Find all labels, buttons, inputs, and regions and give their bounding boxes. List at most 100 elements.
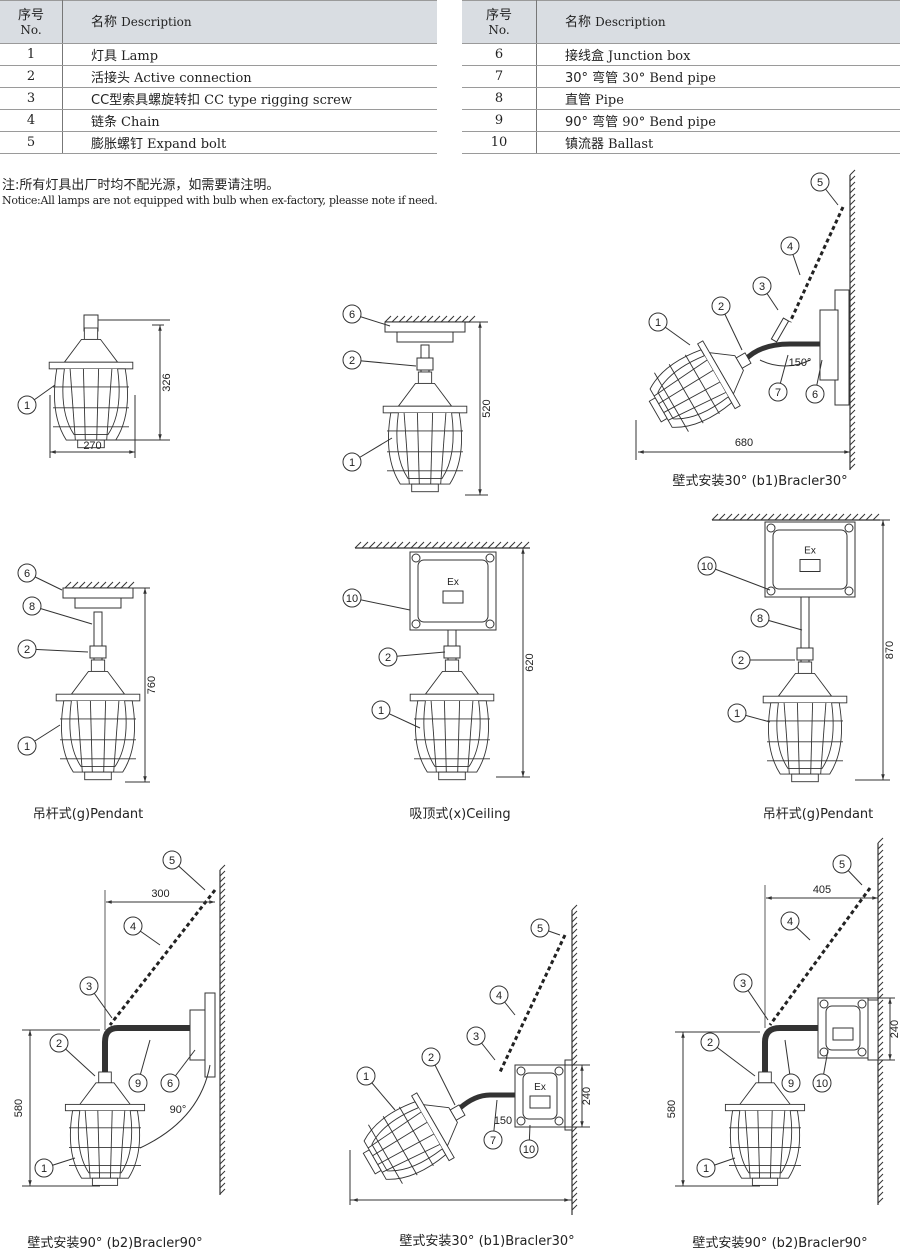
line: [571, 904, 578, 911]
cage-bar: [367, 1111, 422, 1149]
box-bolt: [857, 1047, 867, 1057]
callout-number: 7: [490, 1135, 496, 1147]
lamp-dome: [397, 382, 453, 407]
row-desc-en: CC type rigging screw: [204, 93, 352, 108]
wall-plate: [867, 999, 879, 1061]
line: [877, 903, 884, 910]
callout-circle: [768, 382, 788, 402]
dimension-horizontal: 405: [766, 884, 878, 900]
lamp-flange: [55, 693, 141, 702]
line: [219, 1110, 226, 1117]
junction-box: [817, 997, 869, 1059]
row-desc-en: Active connection: [134, 71, 252, 86]
line: [877, 945, 884, 952]
callout-circle: [17, 736, 37, 756]
lamp-bottom-cap: [648, 397, 668, 423]
header-no-zh: 序号: [485, 7, 512, 23]
lamp-fixture: [48, 327, 134, 449]
callout-circle: [342, 452, 362, 472]
cage-ring: [668, 364, 704, 424]
lamp-dome: [70, 670, 126, 695]
lamp-neck: [90, 659, 106, 672]
box-bolt: [411, 553, 421, 563]
line: [851, 513, 859, 521]
line: [571, 928, 578, 935]
ex-mark: Ex: [804, 546, 816, 557]
junction-box: Ex: [514, 1064, 566, 1128]
callout-number: 5: [817, 177, 823, 189]
line: [571, 1072, 578, 1079]
line: [64, 581, 72, 589]
callout-3: 3: [752, 276, 779, 311]
bend-pipe-90: [102, 1025, 190, 1072]
lamp-fixture: [409, 659, 495, 781]
line: [781, 513, 789, 521]
line: [849, 211, 856, 218]
dimension-vertical: 326: [152, 324, 173, 441]
line: [571, 1042, 578, 1049]
callout-number: 3: [473, 1031, 479, 1043]
lamp-globe: [77, 1110, 133, 1174]
lamp-flange: [48, 361, 134, 370]
arrowhead: [881, 774, 885, 780]
callout-number: 1: [24, 400, 30, 412]
line: [849, 271, 856, 278]
callout-number: 1: [41, 1163, 47, 1175]
cage-bar: [119, 1110, 126, 1179]
junction-box-side: [819, 309, 839, 381]
line: [809, 513, 817, 521]
dimension-label: 240: [889, 1020, 900, 1038]
cage-ring: [654, 372, 689, 432]
dimension-vertical: 760: [137, 587, 158, 783]
line: [219, 1104, 226, 1111]
line: [113, 581, 121, 589]
bend-pipe-90: [762, 1025, 818, 1072]
callout-circle: [79, 976, 99, 996]
line: [571, 1078, 578, 1085]
line: [877, 933, 884, 940]
line: [571, 1198, 578, 1205]
line: [571, 922, 578, 929]
callout-circle: [733, 973, 753, 993]
line: [877, 873, 884, 880]
line: [445, 541, 453, 549]
line: [877, 843, 884, 850]
callout-2: 2: [711, 296, 743, 351]
lamp-bottom-cap: [84, 771, 112, 781]
box-inner: [825, 1005, 861, 1051]
line: [403, 541, 411, 549]
row-desc-en: Junction box: [608, 49, 691, 64]
line: [219, 1122, 226, 1129]
line: [219, 900, 226, 907]
line: [571, 1120, 578, 1127]
line: [711, 513, 719, 521]
callout-2: 2: [17, 639, 89, 659]
cage-bar: [769, 1110, 773, 1179]
line: [219, 1188, 226, 1195]
dimension-label: 580: [13, 1099, 25, 1117]
callout-2: 2: [731, 650, 795, 670]
header-desc-zh: 名称: [91, 14, 118, 30]
line: [877, 1059, 884, 1066]
line: [849, 193, 856, 200]
line: [849, 265, 856, 272]
line: [849, 457, 856, 464]
callout-1: 1: [17, 724, 61, 756]
line: [877, 1167, 884, 1174]
lamp-fixture: [724, 1071, 806, 1186]
wall-plate: [564, 1059, 573, 1131]
line: [508, 541, 516, 549]
union-joint: [443, 645, 461, 659]
box-top: [384, 321, 466, 333]
line: [571, 1030, 578, 1037]
line: [571, 1018, 578, 1025]
ex-mark: Ex: [447, 577, 459, 588]
line: [571, 1150, 578, 1157]
box-bolt: [411, 619, 421, 629]
lamp-bottom-cap: [362, 1149, 382, 1175]
leader-line: [387, 651, 446, 658]
row-desc-zh: 90° 弯管: [565, 115, 619, 130]
callout-number: 1: [24, 741, 30, 753]
